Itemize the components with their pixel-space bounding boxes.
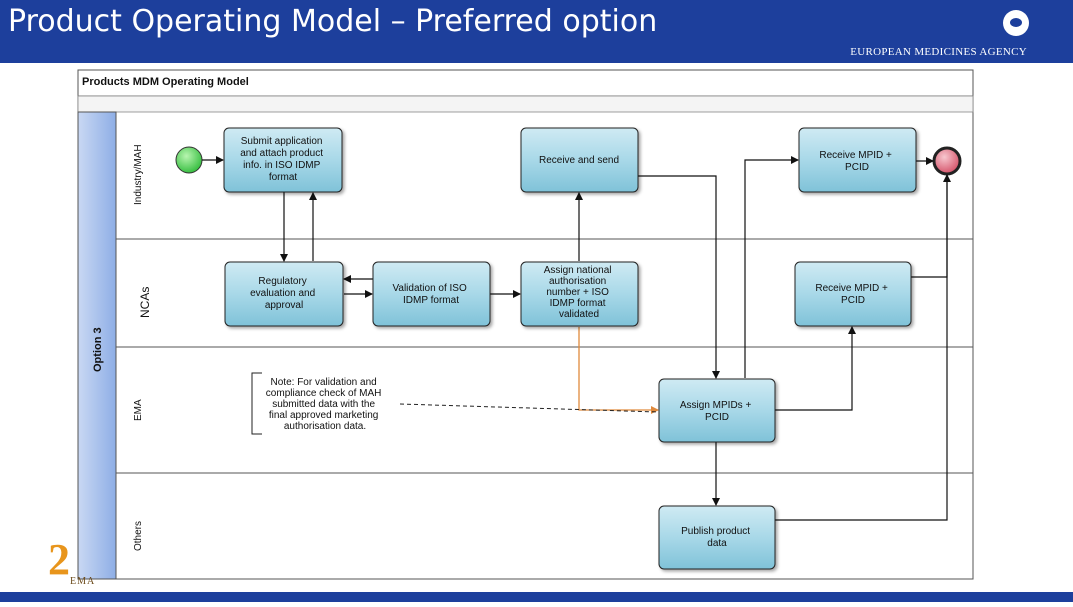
task-receive-mpid-industry[interactable] — [798, 127, 917, 193]
flow-assign-ema-orange — [578, 327, 659, 414]
lane-label-ema: EMA — [133, 399, 144, 421]
task-submit-label: Submit application and attach product in… — [240, 136, 326, 183]
agency-name: EUROPEAN MEDICINES AGENCY — [850, 46, 1027, 58]
task-receive-mpid-industry-label: Receive MPID + PCID — [819, 150, 894, 173]
lane-label-others: Others — [133, 521, 144, 551]
lane-label-ncas: NCAs — [138, 287, 152, 318]
footer-bar — [0, 592, 1073, 602]
ema-logo-icon — [1003, 10, 1029, 36]
corner-logo-text: EMA — [70, 576, 96, 587]
flow-receive-ema — [638, 175, 720, 379]
task-validation-label: Validation of ISO IDMP format — [392, 283, 469, 306]
corner-logo-number: 2 — [48, 535, 70, 584]
task-receive-and-send[interactable] — [520, 127, 639, 193]
flow-ema-ncas — [775, 326, 856, 411]
lane-label-industry: Industry/MAH — [133, 144, 144, 205]
task-receive-mpid-ncas[interactable] — [794, 261, 912, 327]
task-receive-mpid-ncas-label: Receive MPID + PCID — [815, 283, 890, 306]
header-bar: Product Operating Model – Preferred opti… — [0, 0, 1073, 63]
note-association — [399, 403, 659, 413]
task-receive-send-label: Receive and send — [539, 155, 619, 166]
flow-ema-industry — [744, 156, 799, 378]
end-event — [932, 146, 962, 176]
note-bracket — [251, 372, 262, 435]
pool-title: Products MDM Operating Model — [82, 76, 249, 88]
task-regulatory-evaluation[interactable] — [224, 261, 344, 327]
option-label: Option 3 — [92, 327, 104, 372]
task-assign-mpids-label: Assign MPIDs + PCID — [680, 400, 754, 423]
start-event — [175, 146, 203, 174]
task-submit-application[interactable] — [223, 127, 343, 193]
task-publish-product-data[interactable] — [658, 505, 776, 570]
task-validation-iso[interactable] — [372, 261, 491, 327]
flow-publish-end — [775, 174, 951, 521]
task-regulatory-label: Regulatory evaluation and approval — [250, 276, 318, 311]
pool-title-band — [77, 69, 974, 97]
pool-subband — [77, 95, 974, 113]
task-assign-mpids[interactable] — [658, 378, 776, 443]
task-publish-label: Publish product data — [681, 526, 753, 549]
task-assign-national-label: Assign national authorisation number + I… — [544, 265, 615, 320]
task-assign-national[interactable] — [520, 261, 639, 327]
note-text: Note: For validation and compliance chec… — [266, 377, 384, 432]
page-title: Product Operating Model – Preferred opti… — [8, 4, 658, 39]
